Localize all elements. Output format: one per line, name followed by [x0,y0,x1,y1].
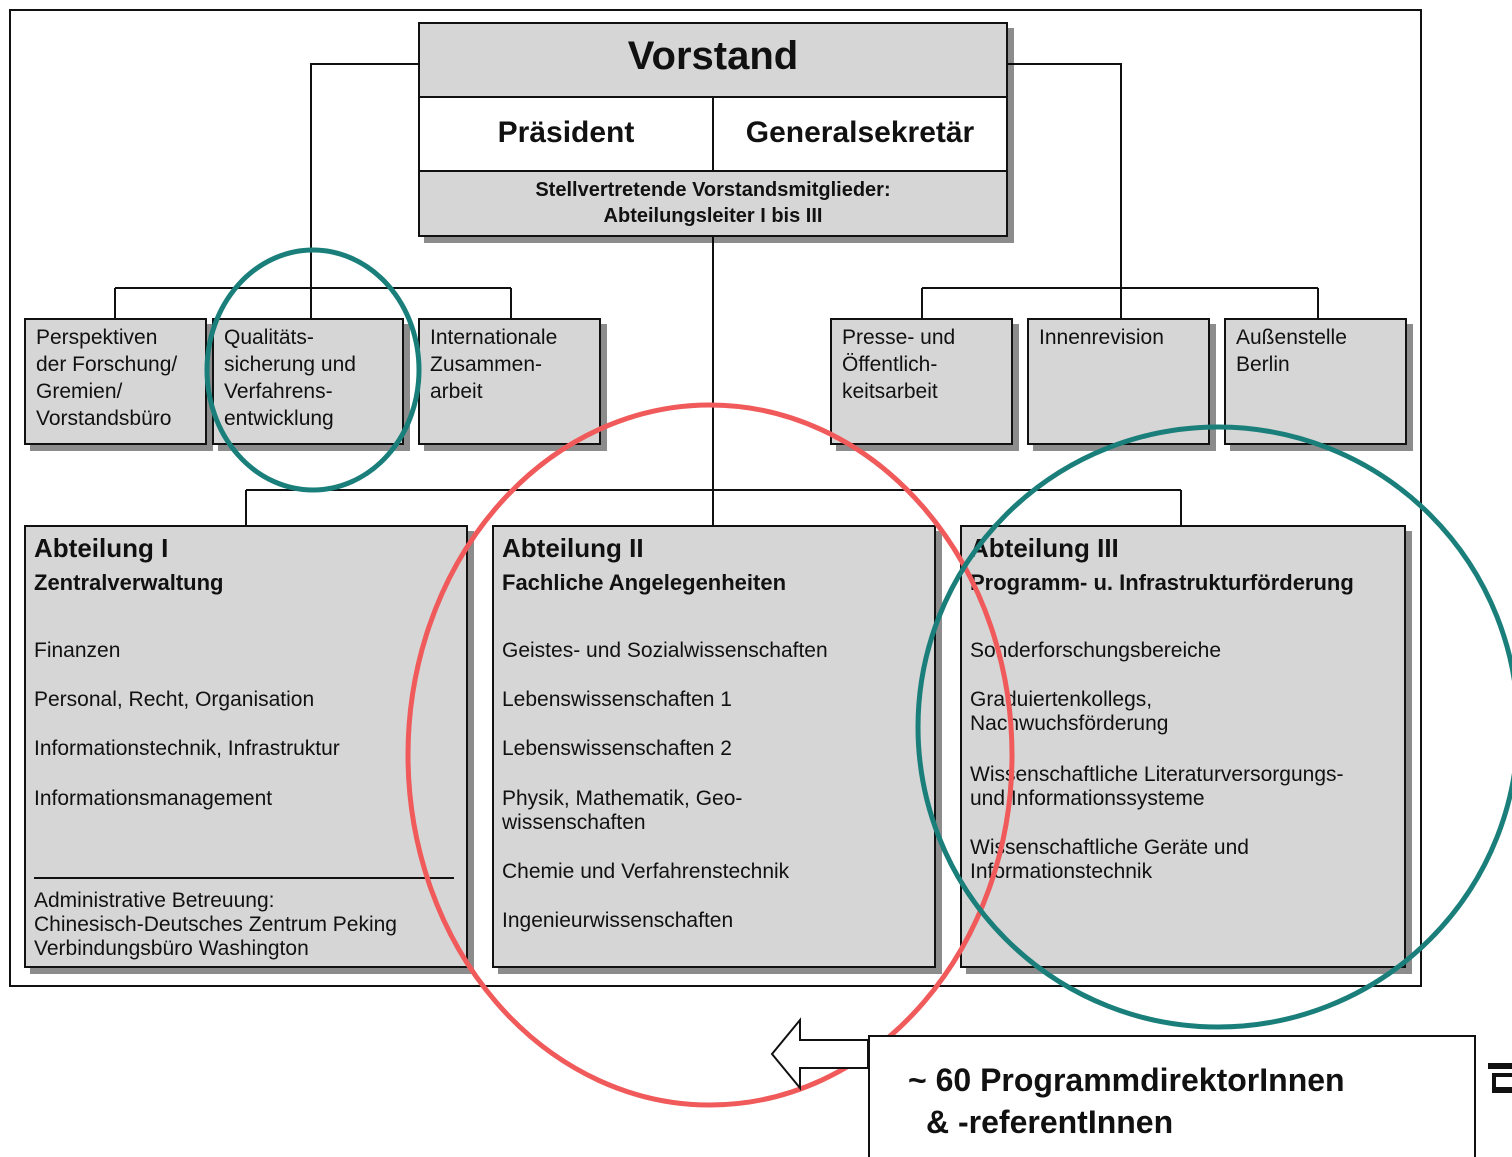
unit-line: arbeit [430,380,483,403]
dept-3-title: Abteilung III [970,533,1119,563]
staff-unit-perspektiven: Perspektiven der Forschung/ Gremien/ Vor… [24,318,207,445]
dept-3-item: Graduiertenkollegs, Nachwuchsförderung [970,688,1169,735]
dept-3-item: Sonderforschungsbereiche [970,639,1221,662]
dept-1-subtitle: Zentralverwaltung [34,570,224,595]
department-3: Abteilung III Programm- u. Infrastruktur… [960,525,1406,968]
dept-3-item: Wissenschaftliche Literaturversorgungs- … [970,763,1344,810]
unit-line: Gremien/ [36,380,123,403]
dfg-logo-icon [1488,1063,1512,1093]
staff-unit-presse: Presse- und Öffentlich- keitsarbeit [830,318,1013,445]
deputies-line-2: Abteilungsleiter I bis III [603,205,823,227]
secretary-general-label: Generalsekretär [745,116,975,149]
unit-line: entwicklung [224,407,334,430]
dept-1-item: Personal, Recht, Organisation [34,688,315,711]
dept-3-subtitle: Programm- u. Infrastrukturförderung [970,570,1354,595]
dept-2-item: Lebenswissenschaften 1 [502,688,732,711]
dept-2-item: Lebenswissenschaften 2 [502,737,732,760]
staff-unit-aussenstelle: Außenstelle Berlin [1224,318,1407,445]
dept-2-item: Chemie und Verfahrenstechnik [502,860,790,883]
dept-1-item: Informationstechnik, Infrastruktur [34,737,340,760]
dept-1-footer-2: Chinesisch-Deutsches Zentrum Peking [34,913,397,936]
board-box: Vorstand Präsident Generalsekretär Stell… [418,22,1008,237]
callout-box: ~ 60 ProgrammdirektorInnen & -referentIn… [868,1035,1476,1157]
unit-line: Zusammen- [430,353,543,376]
callout-line-1: ~ 60 ProgrammdirektorInnen [908,1062,1345,1098]
unit-line: Vorstandsbüro [36,407,172,430]
dept-1-footer-3: Verbindungsbüro Washington [34,937,309,960]
staff-unit-innenrevision: Innenrevision [1027,318,1210,445]
unit-line: Berlin [1236,353,1290,376]
president-cell: Präsident [420,98,714,170]
board-deputies: Stellvertretende Vorstandsmitglieder: Ab… [420,177,1006,229]
unit-line: Perspektiven [36,326,158,349]
unit-line: sicherung und [224,353,356,376]
dept-2-title: Abteilung II [502,533,644,563]
dept-3-item: Wissenschaftliche Geräte und Information… [970,836,1249,883]
dept-1-title: Abteilung I [34,533,169,563]
staff-unit-international: Internationale Zusammen- arbeit [418,318,601,445]
board-members-row: Präsident Generalsekretär [420,96,1006,172]
staff-unit-qualitaetssicherung: Qualitäts- sicherung und Verfahrens- ent… [212,318,404,445]
dept-1-item: Informationsmanagement [34,787,273,810]
unit-line: keitsarbeit [842,380,938,403]
board-title: Vorstand [627,34,799,78]
dept-2-item: Ingenieurwissenschaften [502,909,734,932]
department-2: Abteilung II Fachliche Angelegenheiten G… [492,525,936,968]
unit-line: Innenrevision [1039,326,1164,349]
callout-text: ~ 60 ProgrammdirektorInnen & -referentIn… [908,1059,1345,1143]
dept-2-subtitle: Fachliche Angelegenheiten [502,570,787,595]
dept-2-item: Physik, Mathematik, Geo- wissenschaften [502,787,743,834]
dept-2-item: Geistes- und Sozialwissenschaften [502,639,828,662]
dept-1-item: Finanzen [34,639,121,662]
deputies-line-1: Stellvertretende Vorstandsmitglieder: [535,179,891,201]
unit-line: Öffentlich- [842,353,938,376]
unit-line: Presse- und [842,326,956,349]
president-label: Präsident [497,116,635,149]
callout-line-2: & -referentInnen [926,1104,1174,1140]
unit-line: Internationale [430,326,558,349]
unit-line: der Forschung/ [36,353,178,376]
unit-line: Qualitäts- [224,326,314,349]
dept-1-divider [34,877,454,879]
secretary-general-cell: Generalsekretär [714,98,1006,170]
unit-line: Verfahrens- [224,380,333,403]
dept-1-footer-1: Administrative Betreuung: [34,889,275,912]
unit-line: Außenstelle [1236,326,1347,349]
department-1: Abteilung I Zentralverwaltung Finanzen P… [24,525,468,968]
